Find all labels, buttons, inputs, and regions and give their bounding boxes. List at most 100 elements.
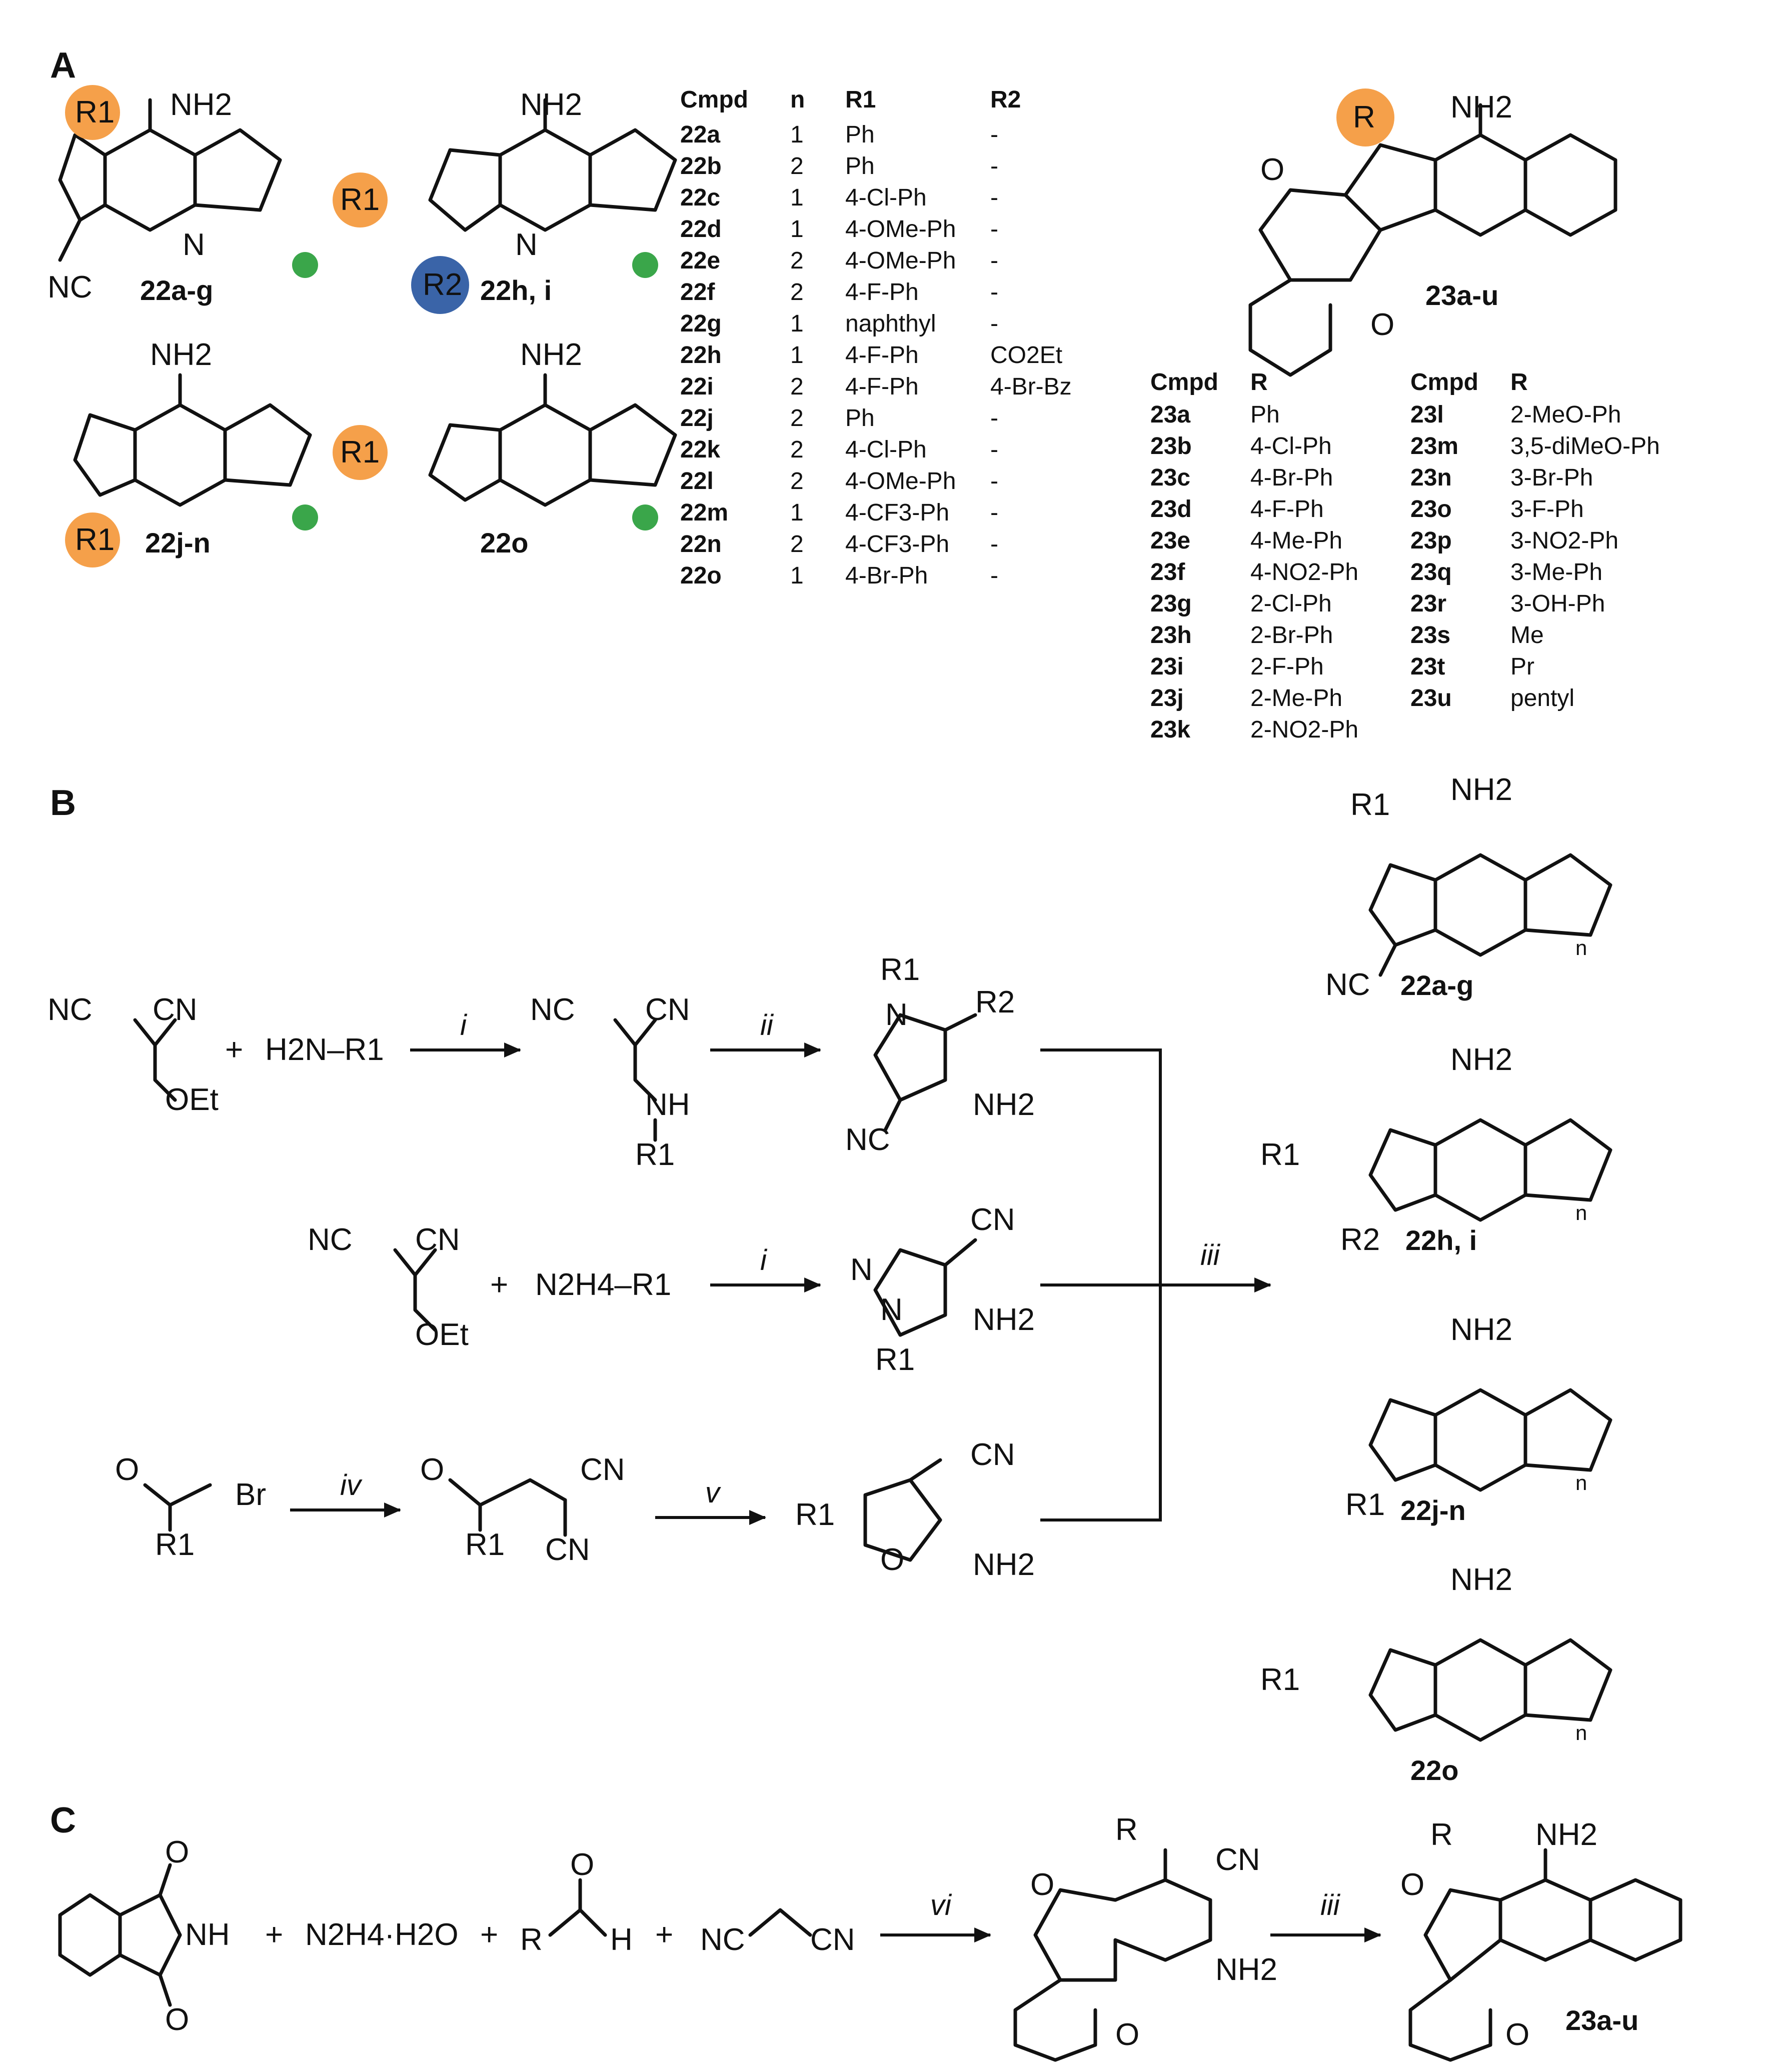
table-23-cell: 3-Me-Ph: [1510, 559, 1602, 586]
r1-atom-label: R1: [1345, 1488, 1385, 1522]
table-23-cell: 4-Br-Ph: [1250, 464, 1333, 491]
plus-sign: +: [225, 1032, 243, 1067]
compound-id: 22n: [680, 531, 722, 558]
compound-id: 22j: [680, 405, 714, 432]
r1-atom-label: R1: [465, 1528, 505, 1562]
n-atom-label: N: [880, 1292, 903, 1327]
compound-id: 23k: [1150, 716, 1190, 743]
compound-id: 23g: [1150, 590, 1192, 617]
table-23-cell: 4-Cl-Ph: [1250, 433, 1332, 460]
nh2-atom-label: NH2: [150, 338, 212, 372]
n-subscript: n: [1575, 936, 1587, 960]
nh2-atom-label: NH2: [1450, 1562, 1512, 1597]
step-label-vi: vi: [930, 1889, 952, 1922]
product-22h-i: R1 NH2 R2 n 22h, i: [1260, 1042, 1612, 1257]
r1-atom-label: R1: [340, 435, 380, 470]
table-22-cell: 4-Cl-Ph: [845, 436, 927, 463]
reactant-aldehyde: R O H: [520, 1848, 633, 1957]
table-22-cell: 2: [790, 374, 804, 400]
cn-atom-label: CN: [1215, 1842, 1260, 1877]
n-subscript: n: [1575, 1471, 1587, 1494]
r1-atom-label: R1: [1350, 788, 1390, 822]
table-22-cell: -: [990, 310, 998, 337]
table-23-cell: pentyl: [1510, 685, 1574, 712]
table-23-cell: 3-F-Ph: [1510, 496, 1584, 522]
n-atom-label: N: [515, 228, 538, 262]
nh2-atom-label: NH2: [973, 1302, 1035, 1337]
compound-id: 23a: [1150, 402, 1190, 428]
panel-c-label: C: [50, 1800, 76, 1840]
aminopyrrole-intermediate: R1 N R2 NH2 NC: [845, 952, 1035, 1157]
reagent-n2h4-r1: N2H4–R1: [535, 1268, 671, 1302]
r2-atom-label: R2: [423, 268, 462, 302]
o-atom-label: O: [1505, 2018, 1529, 2052]
o-atom-label: O: [115, 1452, 139, 1487]
step-label-ii: ii: [760, 1009, 774, 1042]
table-23-cell: Pr: [1510, 654, 1534, 680]
o-atom-label: O: [570, 1848, 594, 1882]
oet-atom-label: OEt: [165, 1082, 219, 1117]
compound-label-22j-n: 22j-n: [1400, 1494, 1466, 1526]
oet-atom-label: OEt: [415, 1318, 469, 1352]
table-22-cell: -: [990, 216, 998, 242]
intermediate-ketonitrile: O CN R1 CN: [420, 1452, 625, 1567]
r-atom-label: R: [1430, 1818, 1453, 1852]
table-22-cell: 1: [790, 500, 804, 526]
panel-b-label: B: [50, 783, 76, 823]
table-23-header: R: [1510, 369, 1528, 396]
compound-id: 23h: [1150, 622, 1192, 648]
nc-atom-label: NC: [48, 270, 93, 304]
reactant-phthalimide: O NH O: [58, 1835, 230, 2037]
compound-id: 22b: [680, 153, 722, 180]
plus-sign: +: [265, 1918, 283, 1952]
n-substituent-marker: [292, 252, 318, 278]
reagent-hydrazine-hydrate: N2H4·H2O: [305, 1918, 459, 1952]
table-22-header: R1: [845, 86, 876, 113]
nh2-atom-label: NH2: [1450, 1312, 1512, 1347]
o-atom-label: O: [1115, 2018, 1139, 2052]
table-22-cell: Ph: [845, 122, 875, 148]
compound-label-22a-g: 22a-g: [1400, 970, 1473, 1001]
table-22-cell: 2: [790, 468, 804, 494]
aminopyrazole-intermediate: N N CN NH2 R1: [850, 1202, 1035, 1377]
compound-id: 22g: [680, 310, 722, 337]
compound-id: 22e: [680, 248, 720, 274]
r1-atom-label: R1: [880, 952, 920, 987]
compound-id: 22k: [680, 436, 720, 463]
step-label-i: i: [760, 1244, 768, 1276]
o-atom-label: O: [1400, 1868, 1424, 1902]
table-22-cell: naphthyl: [845, 310, 936, 337]
r1-atom-label: R1: [340, 182, 380, 217]
o-atom-label: O: [880, 1542, 904, 1577]
r2-atom-label: R2: [975, 985, 1015, 1020]
n-subscript: n: [1575, 1201, 1587, 1224]
r2-substituent-marker: [411, 256, 469, 314]
r1-atom-label: R1: [1260, 1138, 1300, 1172]
table-22-cell: 4-OMe-Ph: [845, 468, 956, 494]
o-atom-label: O: [165, 2002, 189, 2037]
compound-id: 22f: [680, 279, 715, 306]
table-23-cell: 4-F-Ph: [1250, 496, 1324, 522]
table-23-header: Cmpd: [1150, 369, 1218, 396]
o-atom-label: O: [1030, 1868, 1054, 1902]
reactant-ethoxymethylene-malononitrile-2: NC CN OEt: [308, 1222, 469, 1352]
table-23-cell: 3-Br-Ph: [1510, 464, 1593, 491]
table-23-cell: 2-Cl-Ph: [1250, 590, 1332, 617]
table-22-cell: -: [990, 122, 998, 148]
table-22-cell: 4-Cl-Ph: [845, 184, 927, 211]
table-22-header: Cmpd: [680, 86, 748, 113]
compound-label-22j-n: 22j-n: [145, 527, 211, 558]
plus-sign: +: [655, 1918, 673, 1952]
table-22-header: n: [790, 86, 805, 113]
n-atom-label: N: [183, 228, 205, 262]
nh2-atom-label: NH2: [1450, 1042, 1512, 1077]
compound-id: 23m: [1410, 433, 1458, 460]
compound-id: 23o: [1410, 496, 1452, 522]
compound-id: 23n: [1410, 464, 1452, 491]
structure-22h-i: R1 R2 NH2 N 22h, i: [333, 88, 677, 314]
r1-substituent-marker: [333, 172, 388, 228]
nh2-atom-label: NH2: [1450, 772, 1512, 807]
